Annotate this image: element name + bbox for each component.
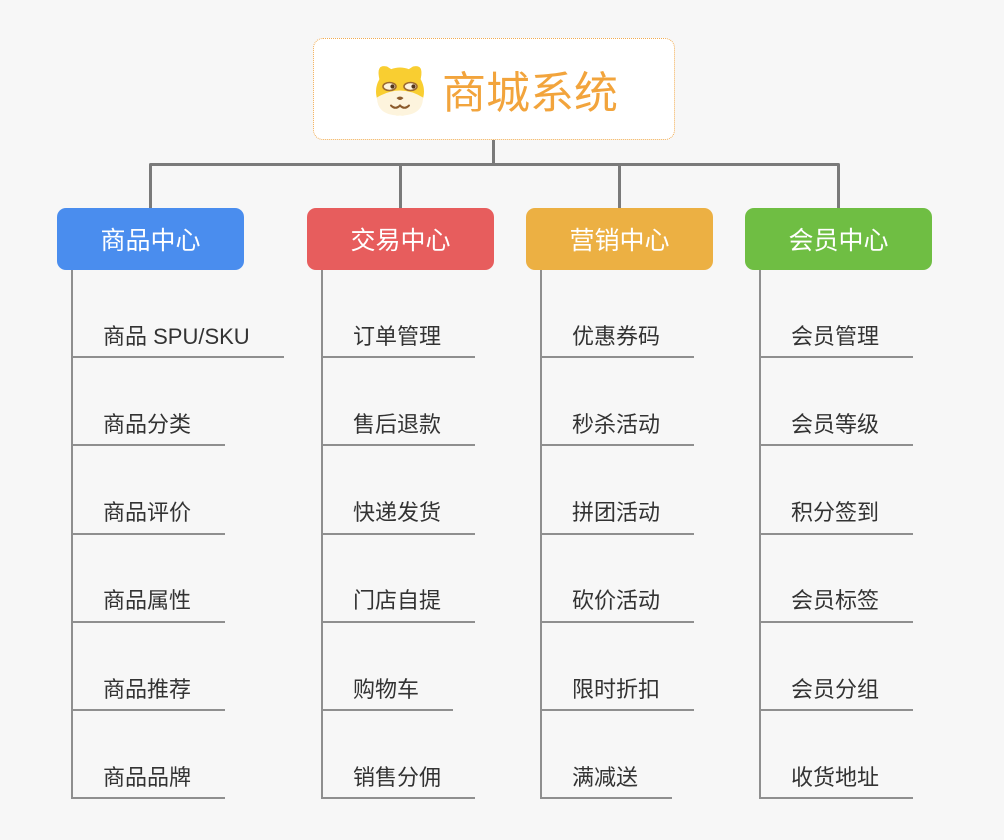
root-topic-title: 商城系统 xyxy=(442,69,618,118)
item-row: 拼团活动 xyxy=(542,446,713,535)
root-topic-node[interactable]: 商城系统 xyxy=(313,38,675,140)
item-row: 商品评价 xyxy=(73,446,284,535)
mindmap-item[interactable]: 门店自提 xyxy=(323,588,476,623)
mindmap-item[interactable]: 收货地址 xyxy=(761,765,914,800)
branch-node-product-center[interactable]: 商品中心 xyxy=(57,208,244,270)
mindmap-item[interactable]: 订单管理 xyxy=(323,324,476,359)
item-row: 商品 SPU/SKU xyxy=(73,270,284,359)
item-row: 会员标签 xyxy=(761,535,932,623)
item-row: 积分签到 xyxy=(761,446,932,535)
mindmap-item[interactable]: 商品推荐 xyxy=(73,677,226,711)
item-row: 收货地址 xyxy=(761,711,932,800)
item-row: 商品属性 xyxy=(73,535,284,623)
mindmap-item[interactable]: 会员管理 xyxy=(761,324,914,359)
branch-product-center: 商品中心商品 SPU/SKU 商品分类商品评价商品属性商品推荐商品品牌 xyxy=(57,208,284,800)
branch-drop-connector xyxy=(149,165,152,209)
mindmap-item[interactable]: 商品分类 xyxy=(73,412,226,447)
mindmap-item[interactable]: 商品属性 xyxy=(73,588,226,623)
item-row: 会员管理 xyxy=(761,270,932,359)
mindmap-item[interactable]: 砍价活动 xyxy=(542,588,695,623)
branch-drop-connector xyxy=(618,165,621,209)
mindmap-item[interactable]: 快递发货 xyxy=(323,500,476,535)
branch-marketing-center: 营销中心优惠券码秒杀活动拼团活动砍价活动限时折扣满减送 xyxy=(526,208,713,800)
branch-drop-connector xyxy=(399,165,402,209)
dog-face-icon xyxy=(376,65,424,115)
branch-node-marketing-center[interactable]: 营销中心 xyxy=(526,208,713,270)
root-stem-connector xyxy=(492,139,495,165)
mindmap-item[interactable]: 满减送 xyxy=(542,765,673,800)
mindmap-item[interactable]: 拼团活动 xyxy=(542,500,695,535)
mindmap-item[interactable]: 商品评价 xyxy=(73,500,226,535)
item-row: 限时折扣 xyxy=(542,623,713,711)
mindmap-item[interactable]: 会员标签 xyxy=(761,588,914,623)
item-row: 订单管理 xyxy=(323,270,494,359)
branch-trade-center: 交易中心订单管理售后退款快递发货门店自提购物车销售分佣 xyxy=(307,208,494,800)
branch-item-list: 优惠券码秒杀活动拼团活动砍价活动限时折扣满减送 xyxy=(540,270,713,800)
branch-item-list: 订单管理售后退款快递发货门店自提购物车销售分佣 xyxy=(321,270,494,800)
mindmap-item[interactable]: 商品品牌 xyxy=(73,765,226,800)
branch-drop-connector xyxy=(837,165,840,209)
item-row: 商品分类 xyxy=(73,358,284,447)
item-row: 销售分佣 xyxy=(323,711,494,800)
item-row: 秒杀活动 xyxy=(542,358,713,447)
branch-item-list: 会员管理会员等级积分签到会员标签会员分组收货地址 xyxy=(759,270,932,800)
branch-item-list: 商品 SPU/SKU 商品分类商品评价商品属性商品推荐商品品牌 xyxy=(71,270,284,800)
mindmap-item[interactable]: 会员等级 xyxy=(761,412,914,447)
item-row: 满减送 xyxy=(542,711,713,800)
item-row: 会员分组 xyxy=(761,623,932,711)
mindmap-item[interactable]: 积分签到 xyxy=(761,500,914,535)
item-row: 售后退款 xyxy=(323,358,494,447)
mindmap-item[interactable]: 会员分组 xyxy=(761,677,914,711)
item-row: 商品推荐 xyxy=(73,623,284,711)
item-row: 快递发货 xyxy=(323,446,494,535)
item-row: 商品品牌 xyxy=(73,711,284,800)
item-row: 优惠券码 xyxy=(542,270,713,359)
mindmap-item[interactable]: 售后退款 xyxy=(323,412,476,447)
mindmap-item[interactable]: 优惠券码 xyxy=(542,324,695,359)
item-row: 砍价活动 xyxy=(542,535,713,623)
item-row: 门店自提 xyxy=(323,535,494,623)
mindmap-item[interactable]: 限时折扣 xyxy=(542,677,695,711)
mindmap-item[interactable]: 秒杀活动 xyxy=(542,412,695,447)
mindmap-item[interactable]: 购物车 xyxy=(323,677,454,711)
branch-member-center: 会员中心会员管理会员等级积分签到会员标签会员分组收货地址 xyxy=(745,208,932,800)
mindmap-item[interactable]: 商品 SPU/SKU xyxy=(73,324,284,359)
mindmap-item[interactable]: 销售分佣 xyxy=(323,765,476,800)
horizontal-bus-connector xyxy=(149,163,840,166)
branch-node-trade-center[interactable]: 交易中心 xyxy=(307,208,494,270)
item-row: 购物车 xyxy=(323,623,494,711)
item-row: 会员等级 xyxy=(761,358,932,447)
branch-node-member-center[interactable]: 会员中心 xyxy=(745,208,932,270)
